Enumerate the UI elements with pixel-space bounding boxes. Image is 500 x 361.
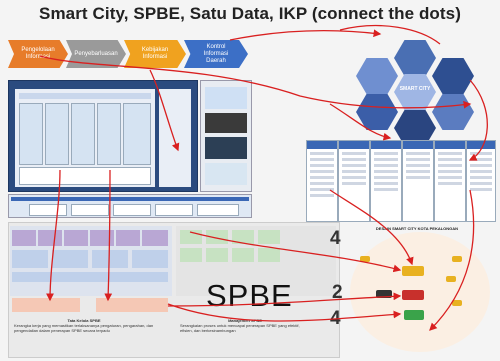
architecture-panel xyxy=(8,80,198,192)
architecture-footer xyxy=(19,167,151,185)
integration-box-5 xyxy=(197,204,239,216)
arrow-spbe-to-model-bottom xyxy=(167,303,402,322)
chevron-step-2-label: Penyebarluasan xyxy=(74,50,118,57)
model-node-top xyxy=(402,266,424,276)
model-node-right-2 xyxy=(452,300,462,306)
manajemen-box-3 xyxy=(232,230,254,244)
page-title: Smart City, SPBE, Satu Data, IKP (connec… xyxy=(39,4,461,23)
arrow-to-table-1 xyxy=(329,103,392,141)
architecture-header-bar xyxy=(19,93,151,99)
integration-box-3 xyxy=(113,204,151,216)
manajemen-box-5 xyxy=(180,248,202,262)
spbe-bar xyxy=(12,272,168,282)
manajemen-text: Serangkaian proses untuk mencapai penera… xyxy=(180,323,300,333)
smart-city-hex-left-top xyxy=(356,58,398,94)
spbe-box-3 xyxy=(64,230,88,246)
callout-number-1: 4 xyxy=(330,228,341,249)
manajemen-title: Manajemen SPBE xyxy=(228,318,262,323)
chevron-step-3: Kebijakan Informasi xyxy=(124,40,186,68)
arrow-hex-loop-1 xyxy=(339,24,441,45)
manajemen-box-7 xyxy=(232,248,254,262)
arrow-to-spbe-bottom xyxy=(104,169,113,302)
manajemen-card: Manajemen SPBE Serangkaian proses untuk … xyxy=(180,318,310,333)
arrow-to-table-6 xyxy=(468,79,488,161)
smart-city-center-label: SMART CITY xyxy=(399,86,431,92)
spbe-box-bottom-2 xyxy=(96,298,168,312)
spbe-box-7 xyxy=(12,250,48,268)
model-node-center xyxy=(402,290,424,300)
architecture-col-3 xyxy=(71,103,95,165)
spbe-label: SPBE xyxy=(206,278,293,313)
architecture-col-5 xyxy=(123,103,151,165)
model-node-bottom xyxy=(404,310,424,320)
spbe-box-5 xyxy=(116,230,140,246)
smart-city-hex-center: SMART CITY xyxy=(394,74,436,110)
model-node-left xyxy=(376,290,392,298)
integration-row-header xyxy=(11,197,249,201)
manajemen-box-4 xyxy=(258,230,280,244)
architecture-col-2 xyxy=(45,103,69,165)
callout-number-2: 2 xyxy=(332,282,343,303)
spbe-box-2 xyxy=(38,230,62,246)
chevron-step-3-label: Kebijakan Informasi xyxy=(141,47,169,60)
dashboard-thumb-3 xyxy=(205,137,247,159)
manajemen-box-2 xyxy=(206,230,228,244)
spbe-box-8 xyxy=(52,250,88,268)
model-node-right-1 xyxy=(446,276,456,282)
arrow-to-hex-top xyxy=(229,29,382,41)
smart-city-hex-right-bottom xyxy=(432,94,474,130)
dashboard-thumbnails xyxy=(200,80,252,192)
model-node-right-0 xyxy=(452,256,462,262)
integration-box-2 xyxy=(71,204,109,216)
smart-city-hex-left-bottom xyxy=(356,94,398,130)
arrow-table-to-model xyxy=(329,189,414,266)
indicator-column-4 xyxy=(402,140,434,222)
spbe-box-4 xyxy=(90,230,114,246)
spbe-box-6 xyxy=(142,230,168,246)
smart-city-hex-top xyxy=(394,40,436,76)
architecture-side-column xyxy=(159,89,191,187)
indicator-column-2 xyxy=(338,140,370,222)
architecture-col-4 xyxy=(97,103,121,165)
manajemen-box-6 xyxy=(206,248,228,262)
dashboard-thumb-4 xyxy=(205,163,247,185)
dashboard-thumb-2 xyxy=(205,113,247,133)
arrow-spbe-to-model-center xyxy=(167,292,402,307)
spbe-box-1 xyxy=(12,230,36,246)
chevron-step-1-label: Pengelolaan Informasi xyxy=(21,47,55,60)
tata-kelola-title: Tata Kelola SPBE xyxy=(67,318,101,323)
tata-kelola-card: Tata Kelola SPBE Kerangka kerja yang mem… xyxy=(14,318,154,333)
spbe-box-10 xyxy=(132,250,168,268)
smart-city-model-title: DESAIN SMART CITY KOTA PEKALONGAN xyxy=(375,226,459,231)
indicator-column-1 xyxy=(306,140,338,222)
indicator-column-5 xyxy=(434,140,466,222)
chevron-step-2: Penyebarluasan xyxy=(66,40,126,68)
architecture-col-1 xyxy=(19,103,43,165)
arrow-chevron-to-smartcity xyxy=(39,55,472,109)
spbe-box-9 xyxy=(92,250,128,268)
chevron-step-4-label: Kontrol Informasi Daerah xyxy=(203,43,229,64)
arrow-table-right-to-model xyxy=(429,189,475,331)
model-node-left-1 xyxy=(360,256,370,262)
spbe-box-bottom-1 xyxy=(12,298,80,312)
dashboard-thumb-1 xyxy=(205,87,247,109)
integration-box-4 xyxy=(155,204,193,216)
smart-city-hex-right-top xyxy=(432,58,474,94)
manajemen-box-8 xyxy=(258,248,280,262)
arrow-manajemen-to-model xyxy=(189,231,402,273)
indicator-column-3 xyxy=(370,140,402,222)
spbe-manajemen-area xyxy=(176,226,336,296)
arrow-chevron-to-architecture xyxy=(149,69,180,152)
chevron-step-1: Pengelolaan Informasi xyxy=(8,40,68,68)
chevron-step-4: Kontrol Informasi Daerah xyxy=(184,40,248,68)
arrow-to-spbe-bottom-left xyxy=(46,169,61,302)
tata-kelola-text: Kerangka kerja yang memastikan terlaksan… xyxy=(14,323,154,333)
